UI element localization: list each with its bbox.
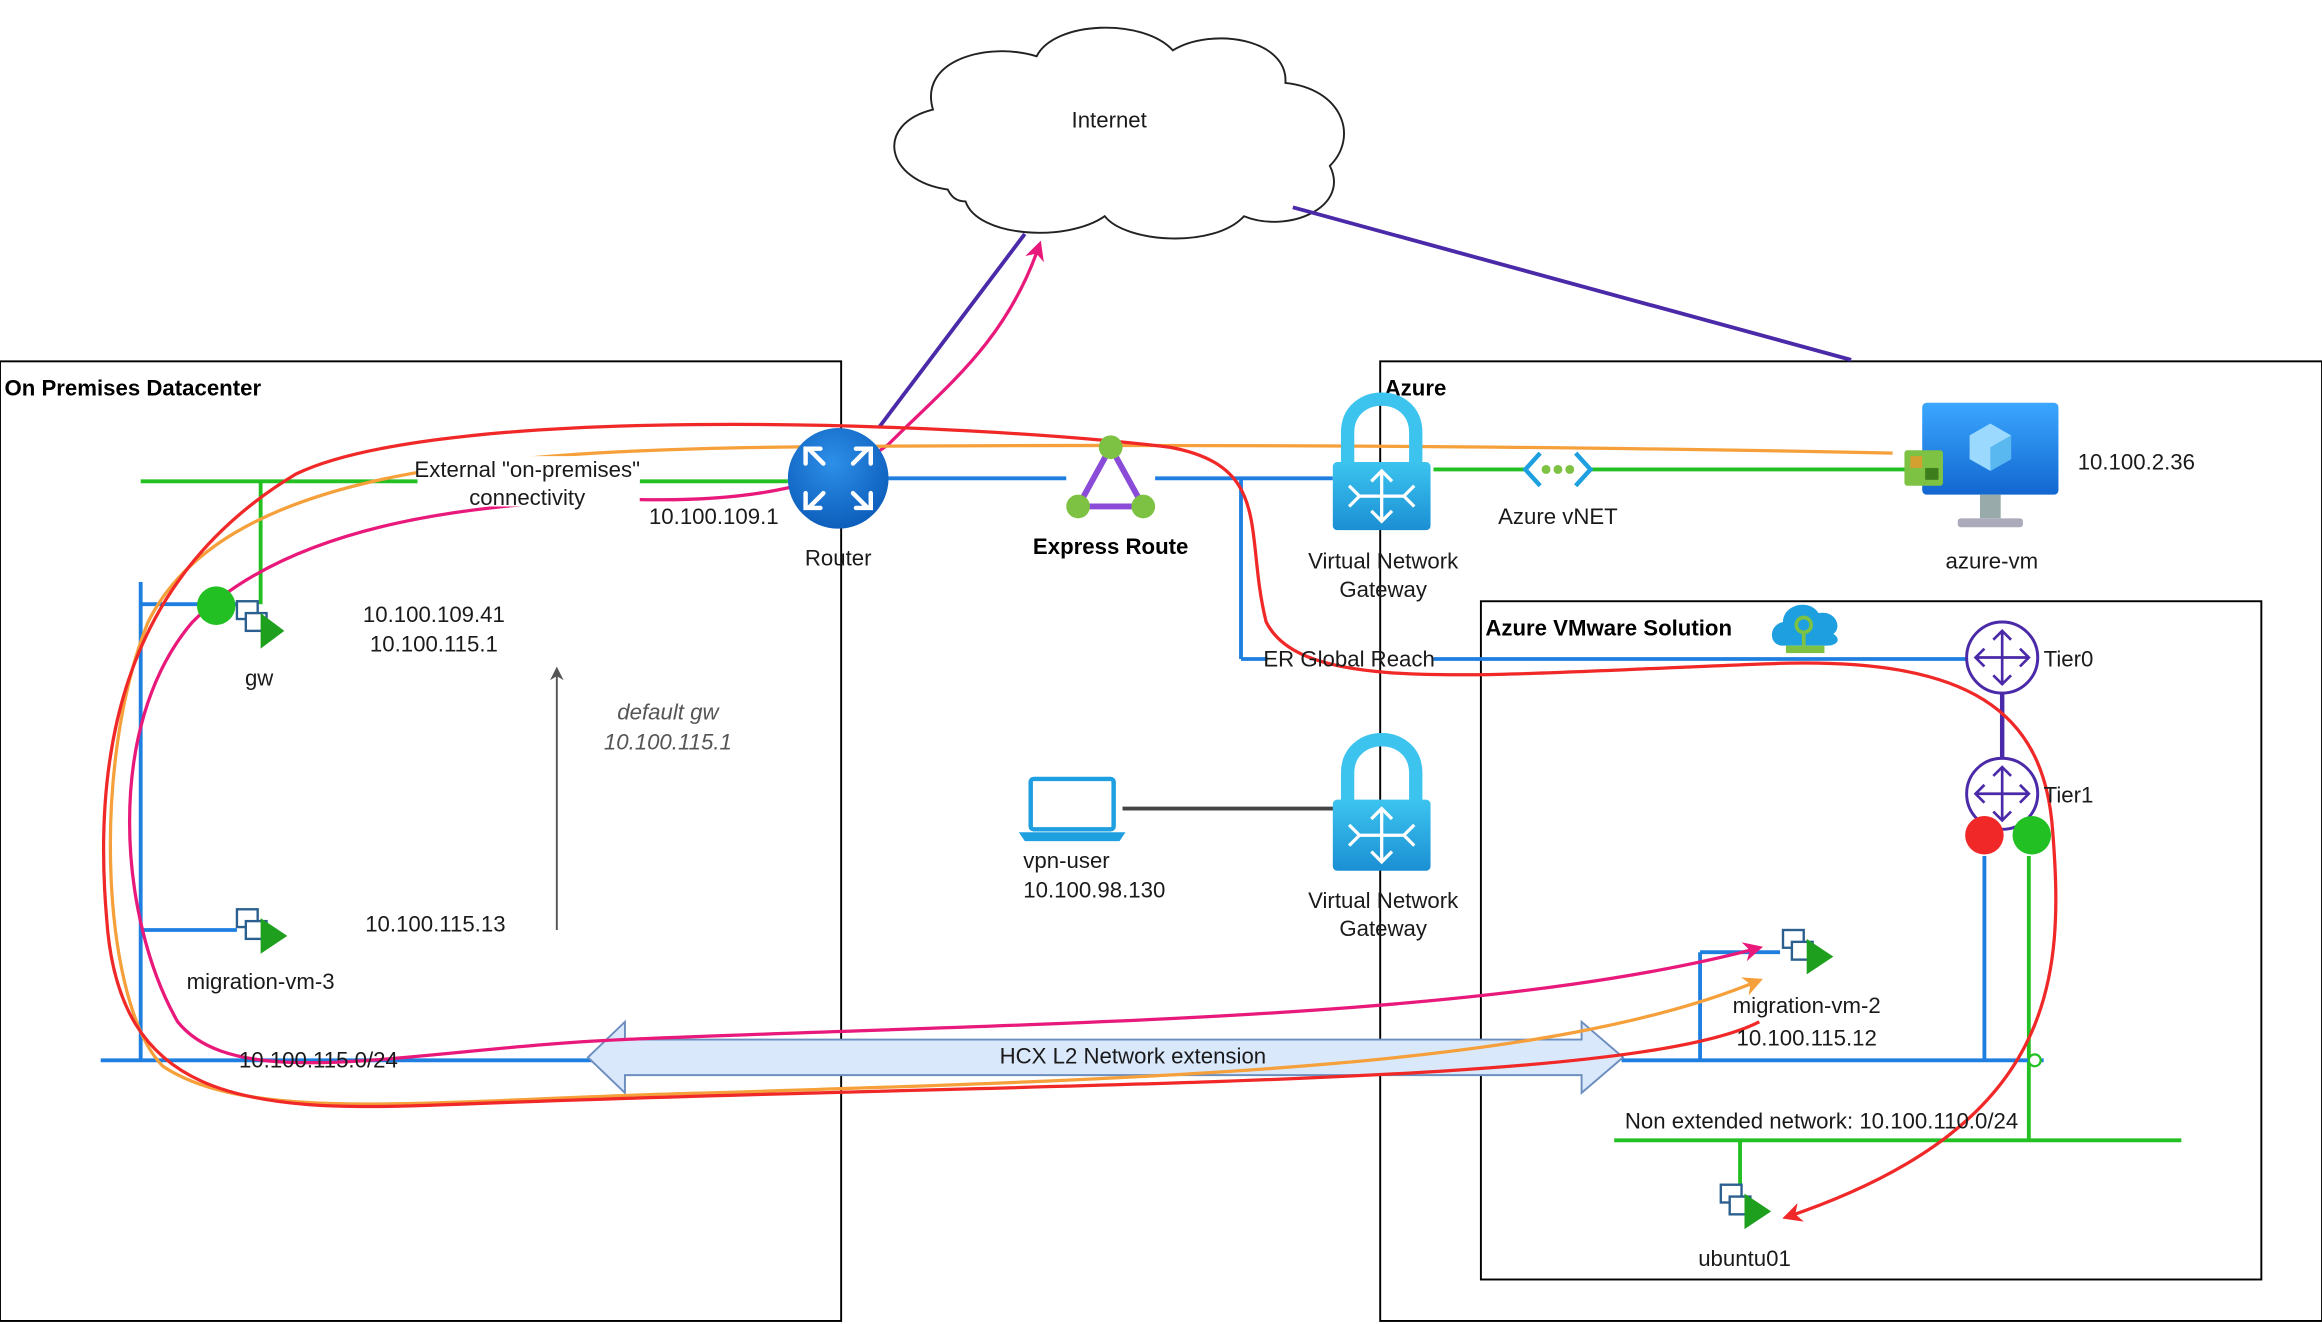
internet-cloud-icon — [893, 26, 1345, 240]
router-internet-link — [878, 232, 1027, 428]
non-extended-label: Non extended network: 10.100.110.0/24 — [1625, 1108, 2018, 1133]
orange-flow — [108, 443, 1893, 1106]
vpn-gateway-label-1: Virtual Network — [1308, 888, 1459, 913]
migration-vm-3-ip: 10.100.115.13 — [365, 911, 505, 936]
gw-ip-2: 10.100.115.1 — [370, 632, 498, 657]
vpn-user-label: vpn-user — [1023, 848, 1110, 873]
tier1-green-interface — [2012, 815, 2052, 855]
tier1-label: Tier1 — [2044, 783, 2094, 808]
express-route-label: Express Route — [1033, 534, 1188, 559]
tier0-router-icon — [1965, 620, 2040, 695]
gw-label: gw — [245, 666, 274, 691]
pink-flow-internet — [621, 240, 1044, 502]
avs-title: Azure VMware Solution — [1485, 615, 1732, 640]
azure-vm-label: azure-vm — [1946, 549, 2039, 574]
external-label-1: External "on-premises" — [414, 457, 640, 482]
gw-ip-1: 10.100.109.41 — [363, 602, 505, 627]
on-prem-zone — [0, 360, 843, 1322]
default-gw-ip: 10.100.115.1 — [604, 729, 732, 754]
external-label-bg — [417, 456, 640, 507]
avs-zone — [1479, 600, 2263, 1281]
pink-flow-migration-vm-2 — [127, 497, 1764, 1065]
router-label: Router — [805, 546, 872, 571]
vpn-gateway-label-2: Gateway — [1339, 916, 1428, 941]
vnet-gateway-lock-icon — [1332, 392, 1431, 531]
ubuntu01-label: ubuntu01 — [1698, 1246, 1791, 1271]
router-ip: 10.100.109.1 — [649, 504, 779, 529]
migration-vm-2-ip: 10.100.115.12 — [1737, 1026, 1877, 1051]
vpn-gateway-lock-icon — [1332, 733, 1431, 871]
er-global-reach-label: ER Global Reach — [1263, 646, 1435, 671]
migration-vm-3-label: migration-vm-3 — [187, 969, 335, 994]
tier0-label: Tier0 — [2044, 646, 2094, 671]
gw-vm-icon — [196, 586, 285, 649]
tier1-red-interface — [1965, 815, 2004, 855]
ubuntu01-vm-icon — [1719, 1183, 1772, 1230]
default-gw-label: default gw — [617, 700, 720, 725]
subnet-label: 10.100.115.0/24 — [239, 1048, 398, 1073]
vng-label-1: Virtual Network — [1308, 549, 1459, 574]
hcx-label: HCX L2 Network extension — [1000, 1043, 1267, 1068]
red-flow — [101, 422, 2058, 1222]
vpn-user-ip: 10.100.98.130 — [1023, 877, 1165, 902]
azure-internet-link — [1292, 205, 1852, 362]
router-icon — [787, 427, 889, 529]
vnet-icon — [1522, 451, 1594, 488]
on-prem-title: On Premises Datacenter — [4, 375, 261, 400]
vnet-label: Azure vNET — [1498, 504, 1618, 529]
avs-cloud-icon — [1771, 604, 1838, 654]
azure-vm-ip: 10.100.2.36 — [2078, 449, 2195, 474]
migration-vm-3-icon — [235, 908, 288, 954]
vng-label-2: Gateway — [1339, 577, 1428, 602]
migration-vm-2-icon — [1781, 928, 1834, 975]
junction-dot — [2027, 1053, 2042, 1068]
express-route-icon — [1066, 435, 1156, 519]
internet-label: Internet — [1072, 107, 1147, 132]
azure-vm-icon — [1904, 402, 2059, 528]
external-label-2: connectivity — [469, 485, 586, 510]
migration-vm-2-label: migration-vm-2 — [1733, 993, 1881, 1018]
laptop-icon — [1018, 776, 1126, 842]
